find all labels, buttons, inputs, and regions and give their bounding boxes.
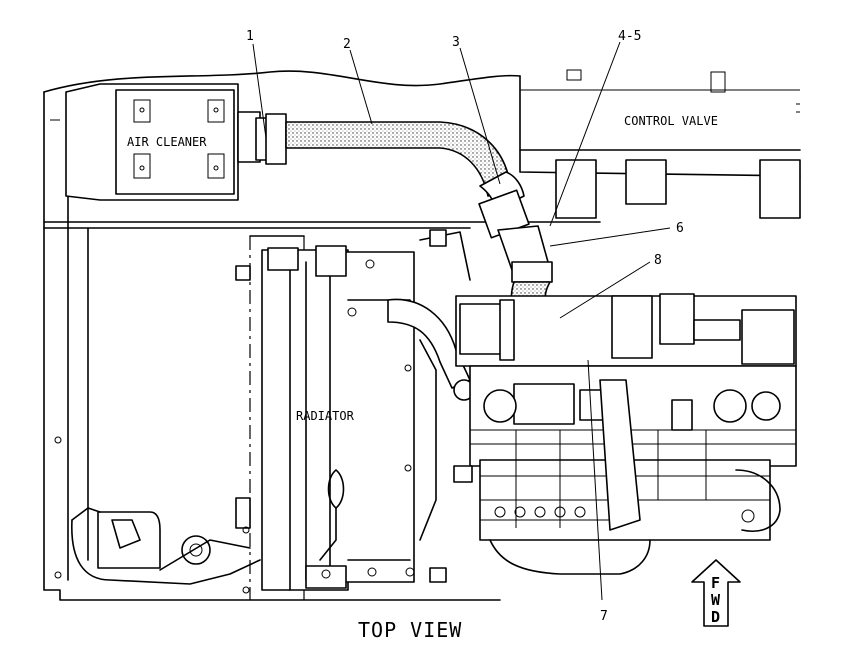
engine-block xyxy=(453,293,797,575)
fwd-letter-w: W xyxy=(711,591,721,609)
radiator: RADIATOR xyxy=(235,235,415,600)
air-cleaner-label: AIR CLEANER xyxy=(127,135,207,149)
callout-8: 8 xyxy=(654,253,662,268)
view-title: TOP VIEW xyxy=(358,618,462,642)
callout-7: 7 xyxy=(600,609,608,624)
callout-1: 1 xyxy=(246,29,254,44)
callout-6: 6 xyxy=(676,221,684,236)
intake-hose xyxy=(285,121,553,283)
control-valve-label: CONTROL VALVE xyxy=(624,114,718,128)
leader-lines xyxy=(252,41,671,601)
fwd-letter-f: F xyxy=(711,574,720,592)
air-cleaner: AIR CLEANER xyxy=(65,83,287,201)
callouts: 1 2 3 4-5 6 7 8 xyxy=(246,29,684,624)
fwd-letter-d: D xyxy=(711,608,720,626)
fan-shroud xyxy=(242,229,471,594)
control-valve: CONTROL VALVE xyxy=(519,69,801,219)
forward-arrow-icon: F W D xyxy=(691,559,741,627)
callout-3: 3 xyxy=(452,35,460,50)
callout-2: 2 xyxy=(343,37,351,52)
callout-4-5: 4-5 xyxy=(618,29,641,44)
radiator-label: RADIATOR xyxy=(296,409,355,423)
coolant-bottle xyxy=(71,507,261,585)
